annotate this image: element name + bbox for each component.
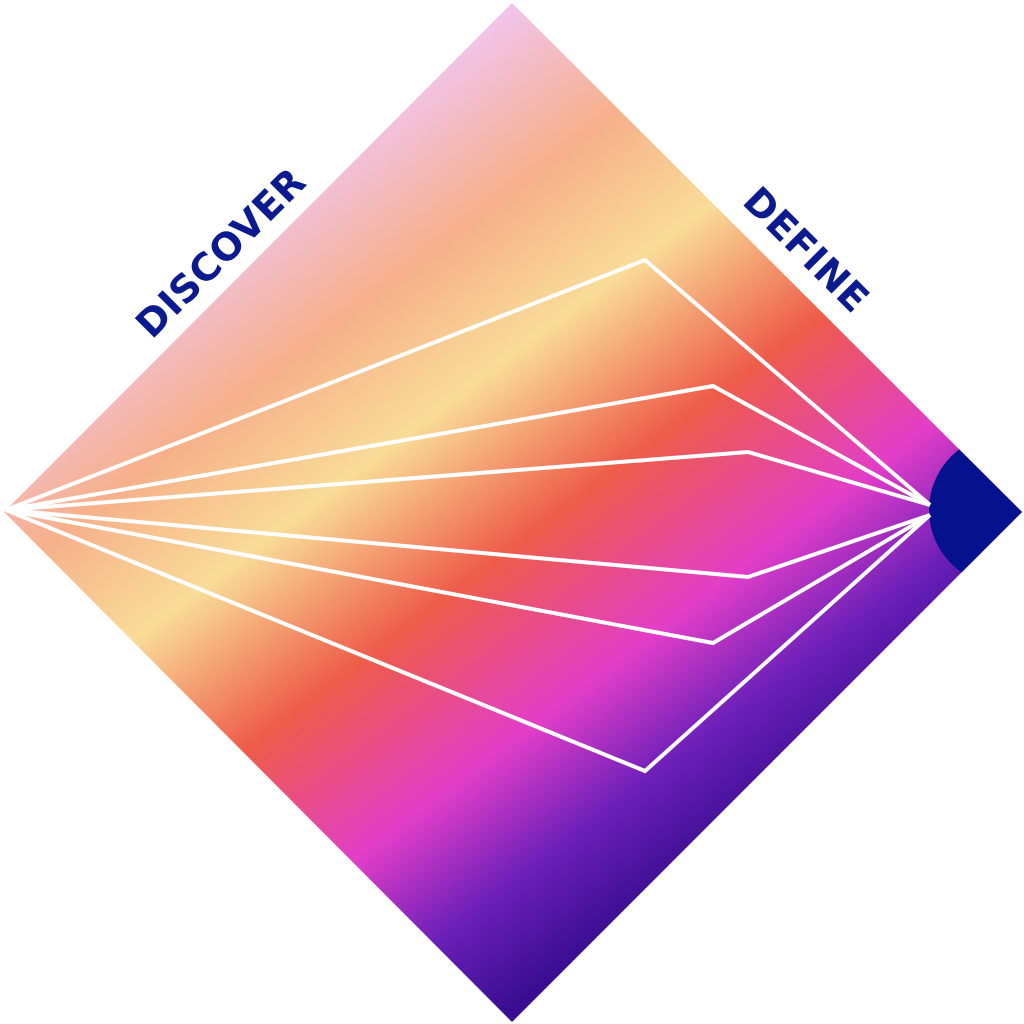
diamond-shape — [4, 3, 1022, 1022]
path-line — [5, 508, 932, 774]
endpoint-semicircle — [929, 434, 1022, 586]
path-line — [5, 508, 931, 580]
path-line — [5, 449, 931, 512]
diverging-paths — [5, 257, 932, 774]
path-line — [5, 508, 932, 646]
path-line — [5, 383, 931, 512]
path-line — [5, 257, 932, 512]
